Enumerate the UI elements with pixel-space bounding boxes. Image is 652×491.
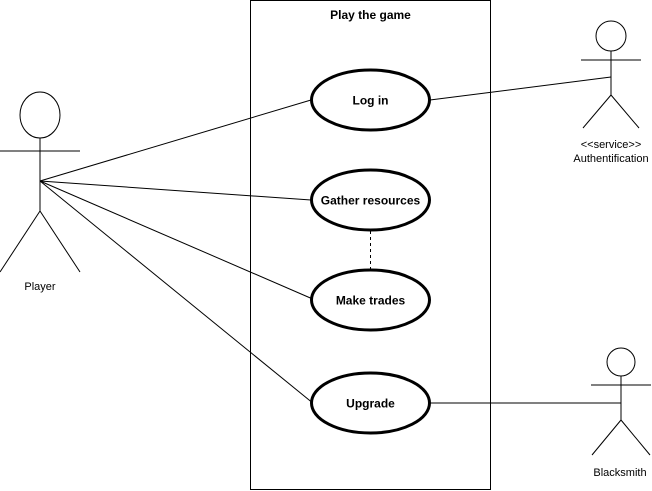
actor-right-leg: [610, 94, 640, 129]
actor-head-icon: [19, 91, 61, 139]
actor-right-leg: [39, 210, 81, 273]
association-authentification-login[interactable]: [429, 76, 612, 101]
use-case-make-trades[interactable]: Make trades: [310, 268, 431, 332]
actor-authentification[interactable]: <<service>> Authentification: [573, 20, 649, 165]
use-case-label: Log in: [353, 94, 389, 108]
actor-blacksmith[interactable]: Blacksmith: [591, 347, 651, 479]
system-title: Play the game: [330, 8, 411, 22]
actor-left-leg: [0, 210, 41, 273]
actor-label: Authentification: [573, 153, 648, 165]
association-player-gather[interactable]: [39, 180, 312, 201]
use-case-oval: [310, 371, 431, 435]
actor-player[interactable]: Player: [0, 91, 81, 293]
use-case-upgrade[interactable]: Upgrade: [310, 371, 431, 435]
association-player-trades[interactable]: [39, 180, 316, 301]
use-case-label: Make trades: [336, 294, 406, 308]
actor-left-leg: [591, 419, 622, 456]
use-case-oval: [310, 168, 431, 232]
association-player-login[interactable]: [39, 99, 312, 182]
use-case-login[interactable]: Log in: [310, 68, 431, 132]
use-case-label: Gather resources: [321, 194, 421, 208]
actor-head-icon: [606, 347, 636, 377]
actor-head-icon: [595, 20, 627, 52]
use-case-oval: [310, 268, 431, 332]
associations: [39, 76, 621, 405]
use-case-oval: [310, 68, 431, 132]
use-case-gather-resources[interactable]: Gather resources: [310, 168, 431, 232]
association-player-upgrade[interactable]: [39, 180, 315, 405]
use-case-label: Upgrade: [346, 397, 395, 411]
actor-label: Player: [24, 281, 56, 293]
actor-label: Blacksmith: [593, 467, 646, 479]
actor-stereotype: <<service>>: [581, 139, 642, 151]
actor-left-leg: [582, 94, 612, 129]
actor-right-leg: [620, 419, 651, 456]
